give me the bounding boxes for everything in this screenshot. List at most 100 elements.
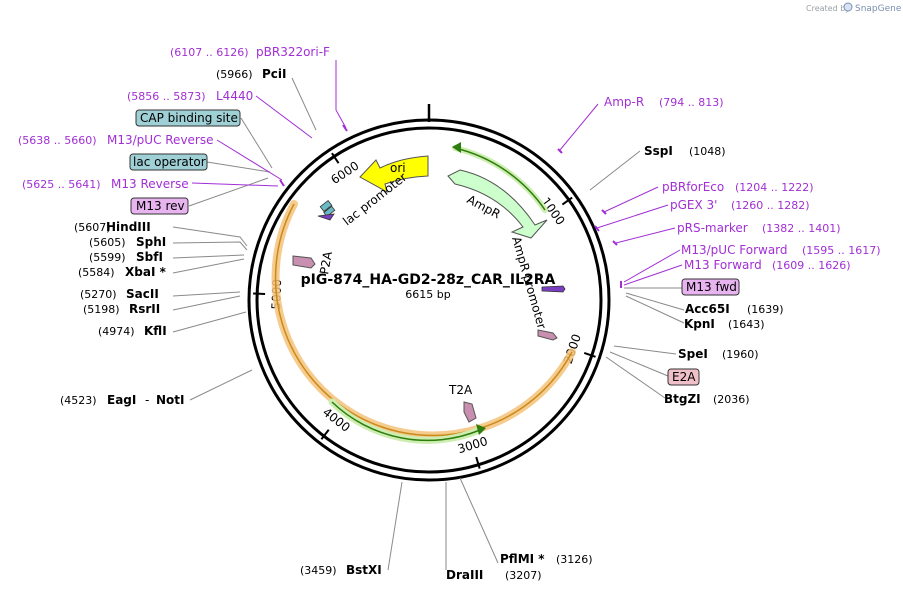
site-sacii: SacII	[126, 287, 159, 301]
site-sbfi-num: (5599)	[89, 251, 126, 264]
primer-m13-forward: M13 Forward	[684, 258, 762, 272]
primer-pbrforeco: pBRforEco	[662, 180, 724, 194]
m13-fwd-label: M13 fwd	[686, 280, 737, 294]
tick-mark	[561, 196, 573, 206]
site-sphi: SphI	[136, 235, 166, 249]
primer-m13-forward-range: (1609 .. 1626)	[772, 259, 851, 272]
site-sbfi: SbfI	[136, 250, 163, 264]
site-draiii: DraIII	[446, 568, 483, 582]
plasmid-name: pIG-874_HA-GD2-28z_CAR_IL2RA	[301, 272, 556, 288]
m13-fwd-box	[681, 278, 740, 296]
site-draiii-num: (3207)	[505, 569, 542, 582]
site-rsrii-num: (5198)	[83, 303, 120, 316]
tick-mark	[331, 152, 340, 164]
ori-label: ori	[390, 161, 406, 175]
site-spei-num: (1960)	[722, 348, 759, 361]
site-kfli-num: (4974)	[98, 325, 135, 338]
primer-m13puc-forward-range: (1595 .. 1617)	[802, 244, 881, 257]
cap-site-feature	[323, 205, 336, 218]
cds-outer-arc	[271, 200, 576, 440]
snapgene-brand: SnapGene	[855, 4, 902, 14]
tick-mark	[320, 429, 330, 440]
site-eagi-num: (4523)	[60, 394, 97, 407]
m13-rev-label: M13 rev	[136, 199, 185, 213]
lac-operator-label: lac operator	[133, 155, 206, 169]
primer-m13puc-reverse-range: (5638 .. 5660)	[18, 134, 97, 147]
tick-mark	[475, 456, 481, 469]
site-pcii: PciI	[262, 67, 287, 81]
e2a-box	[667, 368, 700, 386]
primer-prs-marker: pRS-marker	[677, 221, 748, 235]
site-separator: -	[145, 393, 149, 407]
ampr-feature	[447, 169, 548, 239]
tick-mark	[583, 352, 596, 358]
primer-pbr322ori-f: pBR322ori-F	[256, 45, 330, 59]
snapgene-logo-icon	[843, 2, 853, 12]
site-sspi-num: (1048)	[689, 145, 726, 158]
site-sphi-num: (5605)	[89, 236, 126, 249]
site-pflmi-num: (3126)	[556, 553, 593, 566]
site-sacii-num: (5270)	[80, 288, 117, 301]
m13rev-feature	[317, 213, 335, 221]
site-rsrii: RsrII	[129, 302, 160, 316]
site-btgzi-num: (2036)	[713, 393, 750, 406]
site-kpni-num: (1643)	[728, 318, 765, 331]
primer-l4440-range: (5856 .. 5873)	[127, 90, 206, 103]
site-eagi: EagI	[107, 393, 136, 407]
cds-outer-arc-core	[274, 203, 573, 437]
m13fwd-feature	[541, 285, 566, 293]
tick-label: 6000	[328, 159, 361, 188]
primer-m13-reverse-range: (5625 .. 5641)	[22, 178, 101, 191]
p2a-label: P2A	[317, 250, 335, 276]
site-bstxi: BstXI	[346, 563, 382, 577]
cds-inner-arrow-icon	[476, 424, 486, 435]
plasmid-size: 6615 bp	[405, 288, 450, 301]
ori-feature	[359, 155, 429, 193]
primer-l4440: L4440	[216, 89, 253, 103]
cap-binding-site-label: CAP binding site	[140, 111, 238, 125]
e2a-feature	[537, 329, 558, 341]
primer-markers	[279, 124, 622, 288]
cap-binding-site-box	[135, 109, 241, 127]
site-hindiii: HindIII	[106, 220, 151, 234]
site-kfli: KflI	[144, 324, 167, 338]
t2a-feature	[463, 401, 477, 423]
site-btgzi: BtgZI	[664, 392, 701, 406]
ampr-outer-arc-core	[454, 147, 546, 211]
leader-lines	[172, 77, 685, 571]
e2a-label: E2A	[672, 370, 696, 384]
site-pflmi: PflMI *	[500, 552, 545, 566]
primer-amp-r: Amp-R	[604, 95, 644, 109]
site-sspi: SspI	[644, 144, 673, 158]
primer-m13puc-forward: M13/pUC Forward	[681, 243, 788, 257]
backbone-inner-ring	[255, 126, 603, 474]
m13-rev-box	[130, 197, 189, 215]
primer-pgex3: pGEX 3'	[670, 198, 717, 212]
primer-prs-marker-range: (1382 .. 1401)	[762, 222, 841, 235]
cds-inner-arc-core	[331, 401, 481, 442]
site-acc65i-num: (1639)	[747, 303, 784, 316]
primer-pgex3-range: (1260 .. 1282)	[731, 199, 810, 212]
site-pcii-num: (5966)	[216, 68, 253, 81]
created-by-label: Created by	[806, 4, 850, 13]
site-acc65i: Acc65I	[685, 302, 730, 316]
t2a-label: T2A	[448, 383, 473, 397]
primer-pbr322ori-f-range: (6107 .. 6126)	[170, 46, 249, 59]
primer-m13puc-reverse: M13/pUC Reverse	[107, 133, 214, 147]
site-spei: SpeI	[678, 347, 708, 361]
p2a-feature	[292, 255, 316, 269]
ampr-outer-arrow-icon	[452, 142, 461, 153]
primer-m13-reverse: M13 Reverse	[111, 177, 189, 191]
site-bstxi-num: (3459)	[300, 564, 337, 577]
site-xbai: XbaI *	[125, 265, 167, 279]
primer-leaders	[191, 60, 683, 286]
site-kpni: KpnI	[684, 317, 715, 331]
site-noti: NotI	[156, 393, 185, 407]
site-xbai-num: (5584)	[78, 266, 115, 279]
site-hindiii-num: (5607)	[74, 221, 111, 234]
primer-pbrforeco-range: (1204 .. 1222)	[735, 181, 814, 194]
lac-operator-box	[129, 153, 208, 171]
primer-amp-r-range: (794 .. 813)	[659, 96, 724, 109]
lac-operator-feature	[319, 199, 333, 213]
